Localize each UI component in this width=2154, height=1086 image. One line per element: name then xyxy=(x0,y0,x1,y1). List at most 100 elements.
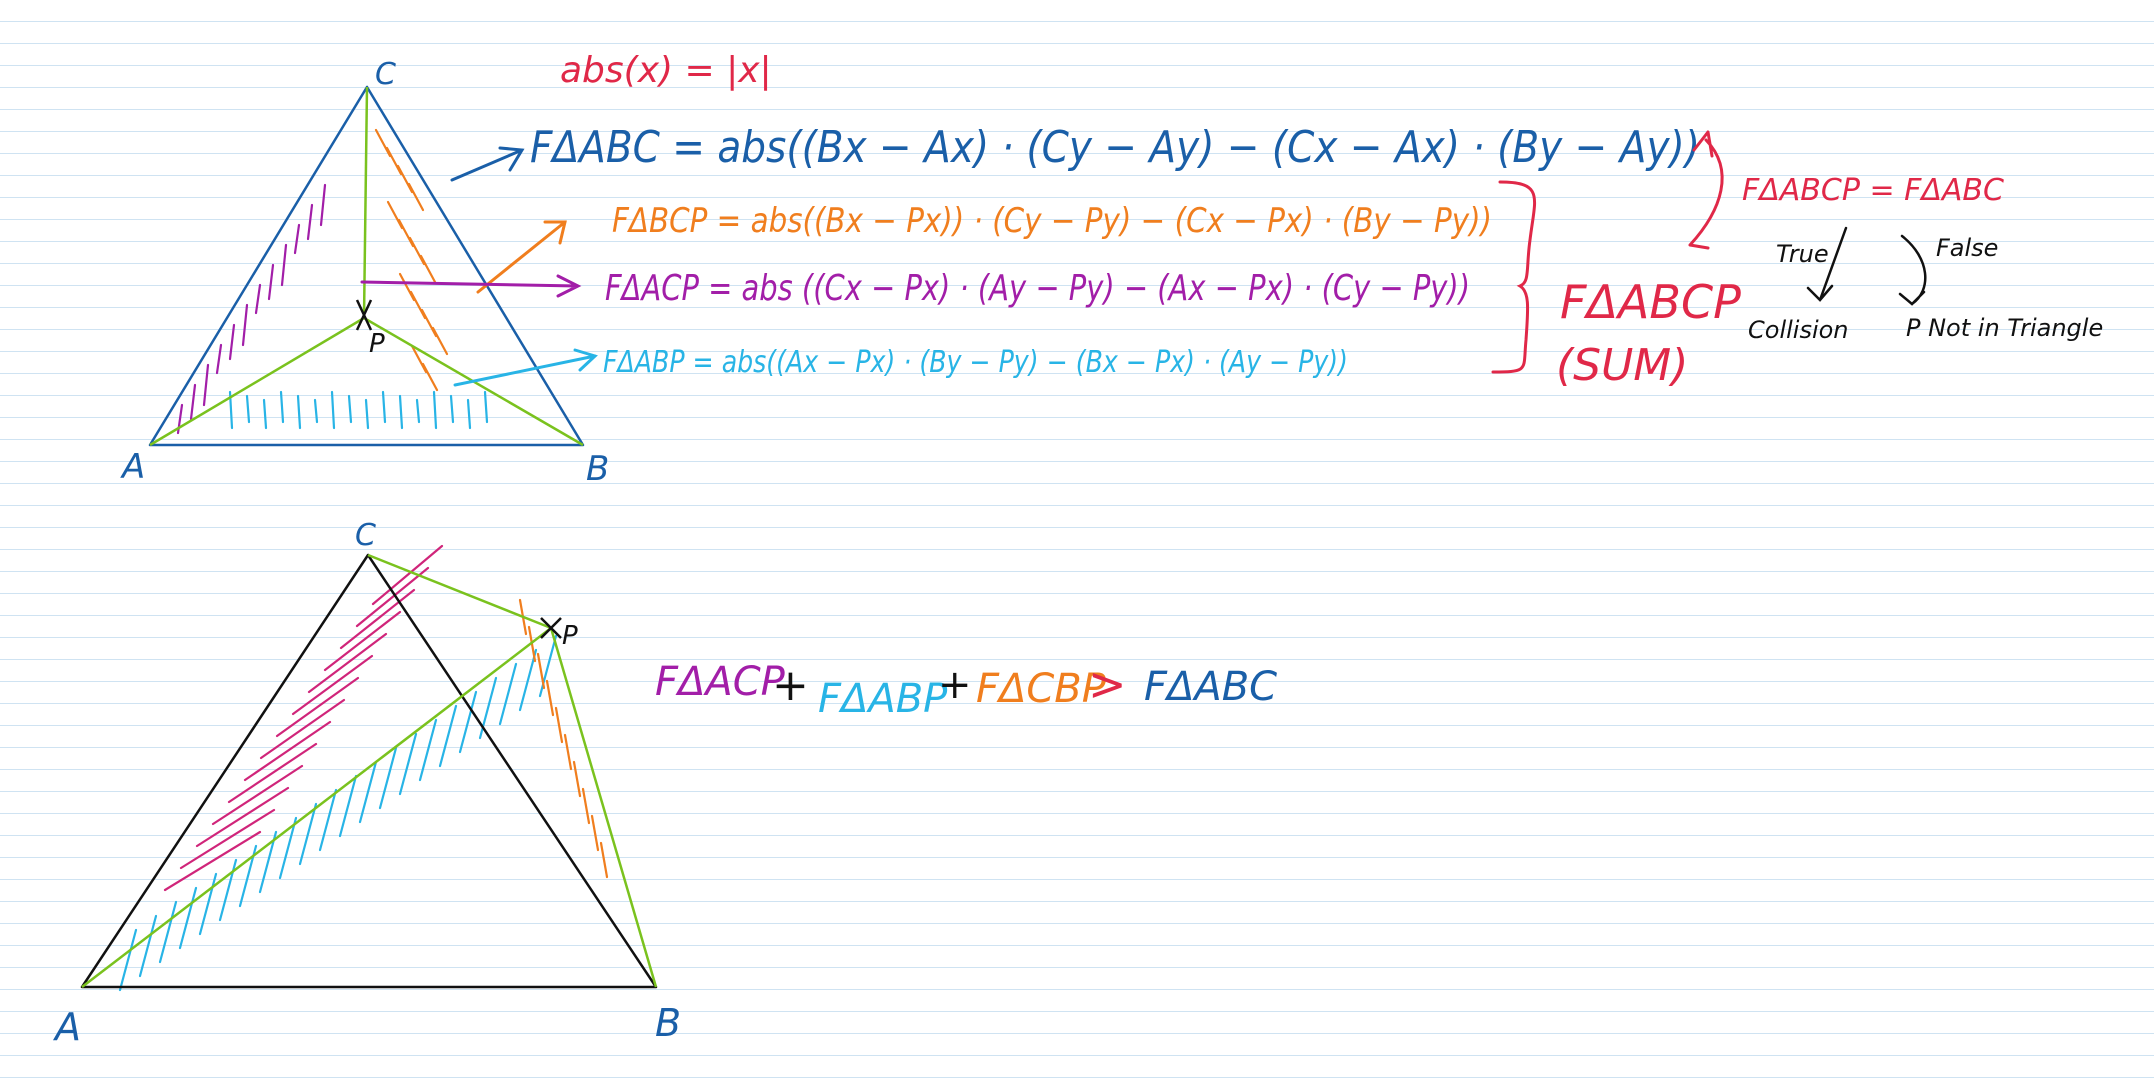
formula-area-abc: FΔABC = abs((Bx − Ax) · (Cy − Ay) − (Cx … xyxy=(530,122,1700,173)
formula-block: abs(x) = |x| FΔABC = abs((Bx − Ax) · (Cy… xyxy=(360,50,1700,387)
triangle-abc xyxy=(80,553,658,989)
hatch-stroke-acp xyxy=(307,632,388,694)
term-acp: FΔACP xyxy=(655,659,786,705)
hatch-stroke-abp xyxy=(138,914,158,978)
point-p-mark xyxy=(540,617,562,639)
arrow-to-bcp-formula xyxy=(476,220,567,294)
hatch-stroke-bcp xyxy=(410,344,428,374)
triangle-diagram-outside: A B C P xyxy=(52,518,681,1049)
hatch-stroke-acp xyxy=(179,808,276,870)
arrow-to-abp-formula xyxy=(453,348,598,387)
hatch-stroke-bcp xyxy=(420,308,438,338)
hatch-stroke-bcp xyxy=(409,290,427,320)
hatch-stroke-abp xyxy=(218,858,238,922)
label-true: True xyxy=(1776,240,1829,268)
hatch-stroke-acp xyxy=(355,566,430,628)
hatch-stroke-acp xyxy=(280,243,288,287)
area-hatching xyxy=(176,128,489,435)
label-point-p: P xyxy=(562,621,578,651)
result-not-in-triangle: P Not in Triangle xyxy=(1906,314,2103,342)
hatch-stroke-abp xyxy=(338,774,358,838)
hatch-stroke-abp xyxy=(279,390,285,424)
hatch-stroke-bcp xyxy=(386,200,404,230)
hatch-stroke-acp xyxy=(195,786,290,848)
formula-area-bcp: FΔBCP = abs((Bx − Px)) · (Cy − Py) − (Cx… xyxy=(612,201,1492,241)
hatch-stroke-cbp xyxy=(563,733,573,771)
hatch-stroke-cbp xyxy=(545,679,555,717)
abs-definition: abs(x) = |x| xyxy=(560,50,772,91)
arrow-sum-to-condition xyxy=(1688,130,1724,250)
hatch-stroke-abp xyxy=(358,760,378,824)
hatch-stroke-acp xyxy=(189,383,197,421)
hatch-stroke-abp xyxy=(381,390,387,424)
hatch-stroke-abp xyxy=(245,394,251,424)
hatch-stroke-acp xyxy=(228,323,236,361)
hatch-stroke-abp xyxy=(178,886,198,950)
sum-area-label: FΔABCP xyxy=(1560,275,1741,329)
hatch-stroke-abp xyxy=(466,398,472,430)
triangle-diagram-inside: A B C P xyxy=(120,57,609,489)
segment-bp xyxy=(549,627,658,988)
hatch-stroke-acp xyxy=(243,720,332,782)
hatch-stroke-abp xyxy=(330,390,336,430)
hatch-stroke-abp xyxy=(483,390,489,424)
hatch-stroke-acp xyxy=(275,676,360,738)
segment-ap xyxy=(81,627,552,988)
hatch-stroke-abp xyxy=(478,676,498,740)
arrow-to-abc-formula xyxy=(450,146,525,182)
hatch-stroke-acp xyxy=(163,830,262,892)
hatch-stroke-cbp xyxy=(590,814,600,852)
sum-group: FΔABCP (SUM) xyxy=(1491,130,1741,391)
formula-area-acp: FΔACP = abs ((Cx − Px) · (Ay − Py) − (Ax… xyxy=(605,268,1470,309)
formula-area-abp: FΔABP = abs((Ax − Px) · (By − Py) − (Bx … xyxy=(603,345,1348,380)
hatch-stroke-acp xyxy=(306,203,314,241)
hatch-stroke-acp xyxy=(241,303,249,347)
hatch-stroke-abp xyxy=(438,704,458,768)
hatch-stroke-bcp xyxy=(408,236,426,266)
arrow-to-acp-formula xyxy=(360,274,582,298)
inequality-expression: FΔACP + FΔABP + FΔCBP > FΔABC xyxy=(655,657,1277,722)
hatch-stroke-abp xyxy=(398,732,418,796)
hatch-stroke-acp xyxy=(339,588,416,650)
hatch-stroke-cbp xyxy=(572,760,582,798)
hatch-stroke-acp xyxy=(202,363,210,407)
hatch-stroke-acp xyxy=(254,283,262,315)
hatch-stroke-abp xyxy=(296,394,302,430)
point-p-mark xyxy=(355,299,373,331)
hatch-stroke-abp xyxy=(313,398,319,424)
hatch-stroke-abp xyxy=(118,928,138,992)
hatch-stroke-cbp xyxy=(581,787,591,825)
hatch-stroke-abp xyxy=(318,788,338,852)
arrow-false xyxy=(1898,234,1927,306)
triangle-abc xyxy=(148,85,585,447)
sum-note: (SUM) xyxy=(1556,340,1688,391)
hatch-stroke-acp xyxy=(323,610,402,672)
hatch-stroke-abp xyxy=(458,690,478,754)
hatch-stroke-bcp xyxy=(374,128,392,158)
hatch-stroke-abp xyxy=(262,398,268,430)
plus-sign-1: + xyxy=(772,660,809,711)
hatch-stroke-abp xyxy=(418,718,438,782)
label-point-p: P xyxy=(369,329,385,359)
hatch-stroke-bcp xyxy=(431,326,449,356)
hatch-stroke-abp xyxy=(378,746,398,810)
hatch-stroke-abp xyxy=(158,900,178,964)
segment-cp xyxy=(367,553,552,630)
label-vertex-b: B xyxy=(586,449,609,489)
term-cbp: FΔCBP xyxy=(976,666,1107,712)
hatch-stroke-acp xyxy=(291,654,374,716)
hatch-stroke-bcp xyxy=(385,146,403,176)
label-vertex-c: C xyxy=(375,57,396,92)
hatch-stroke-cbp xyxy=(554,706,564,744)
hatch-stroke-cbp xyxy=(536,652,546,690)
hatch-stroke-acp xyxy=(267,263,275,301)
result-collision: Collision xyxy=(1748,316,1849,344)
hatch-stroke-acp xyxy=(259,698,346,760)
hatch-stroke-abp xyxy=(398,394,404,430)
label-vertex-b: B xyxy=(655,1001,681,1045)
hatch-stroke-bcp xyxy=(421,362,439,392)
hatch-stroke-bcp xyxy=(407,182,425,212)
label-vertex-a: A xyxy=(120,447,145,487)
decision-condition: FΔABCP = FΔABC xyxy=(1742,173,2004,208)
